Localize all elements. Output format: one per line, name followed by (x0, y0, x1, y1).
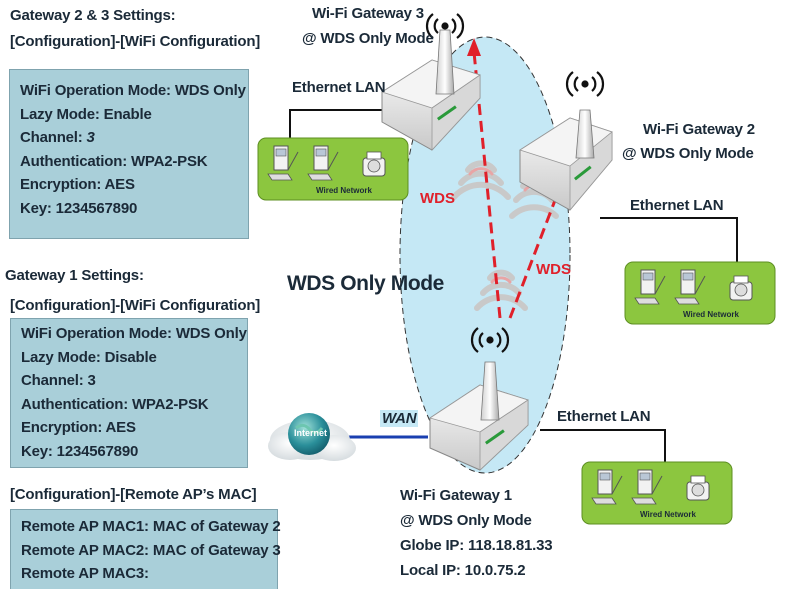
wds-label-lower: WDS (536, 261, 571, 278)
wds-only-mode-title: WDS Only Mode (287, 272, 444, 295)
wired-network-label-gw3: Wired Network (316, 186, 372, 195)
gw23-channel-value: 3 (86, 129, 95, 146)
gw23-key: Key: 1234567890 (20, 199, 138, 217)
gw23-settings-box: WiFi Operation Mode: WDS Only Lazy Mode:… (9, 69, 249, 239)
gw23-channel: Channel: 3 (20, 126, 248, 150)
gw23-settings-heading: Gateway 2 & 3 Settings: (10, 7, 176, 24)
gw1-config-path: [Configuration]-[WiFi Configuration] (10, 297, 261, 314)
remote-ap-mac3: Remote AP MAC3: (21, 565, 149, 582)
gw1-operation-mode: WiFi Operation Mode: WDS Only (21, 325, 247, 342)
gw1-title: Wi-Fi Gateway 1 (400, 487, 512, 504)
gw1-key: Key: 1234567890 (21, 442, 139, 460)
gw23-authentication: Authentication: WPA2-PSK (20, 152, 208, 170)
gw1-ethernet-lan: Ethernet LAN (557, 408, 651, 425)
gw3-ethernet-lan: Ethernet LAN (292, 79, 386, 96)
gw1-settings-heading: Gateway 1 Settings: (5, 267, 144, 284)
gw2-ethernet-lan: Ethernet LAN (630, 197, 724, 214)
computer-icon (267, 145, 299, 181)
wifi-gateway-3-device (381, 29, 481, 152)
gw1-lazy-mode: Lazy Mode: Disable (21, 348, 157, 366)
gw3-mode: @ WDS Only Mode (302, 30, 434, 47)
gw23-channel-label: Channel: (20, 129, 87, 146)
printer-icon (686, 475, 710, 501)
gw2-mode: @ WDS Only Mode (622, 145, 754, 162)
gw3-title: Wi-Fi Gateway 3 (312, 5, 424, 22)
internet-label: Internet (294, 428, 328, 438)
remote-ap-mac1: Remote AP MAC1: MAC of Gateway 2 (21, 518, 281, 535)
antenna-signal-icons (425, 13, 605, 353)
printer-icon (729, 275, 753, 301)
gw2-lan-line (600, 217, 738, 262)
gw1-settings-box: WiFi Operation Mode: WDS Only Lazy Mode:… (10, 318, 248, 468)
wan-label: WAN (380, 410, 419, 427)
gw1-lan-line (540, 429, 666, 462)
computer-icon (591, 469, 623, 505)
wds-label-upper: WDS (420, 190, 455, 207)
gw1-channel: Channel: 3 (21, 372, 96, 389)
printer-icon (362, 151, 386, 177)
remote-ap-mac2: Remote AP MAC2: MAC of Gateway 3 (21, 541, 281, 559)
computer-icon (674, 269, 706, 305)
gw23-encryption: Encryption: AES (20, 176, 135, 193)
gw3-lan-line (289, 109, 383, 138)
gw23-config-path: [Configuration]-[WiFi Configuration] (10, 33, 261, 50)
internet-cloud (268, 413, 356, 461)
gw2-title: Wi-Fi Gateway 2 (643, 121, 755, 138)
wifi-gateway-2-device (519, 109, 613, 212)
computer-icon (307, 145, 339, 181)
gw1-local-ip: Local IP: 10.0.75.2 (400, 562, 526, 579)
remote-ap-box: Remote AP MAC1: MAC of Gateway 2 Remote … (10, 509, 281, 589)
gw1-encryption: Encryption: AES (21, 419, 136, 436)
gw1-authentication: Authentication: WPA2-PSK (21, 395, 209, 413)
wired-network-label-gw2: Wired Network (683, 310, 739, 319)
gw1-globe-ip: Globe IP: 118.18.81.33 (400, 537, 553, 554)
computer-icon (634, 269, 666, 305)
gw23-lazy-mode: Lazy Mode: Enable (20, 105, 152, 123)
remote-ap-heading: [Configuration]-[Remote AP’s MAC] (10, 486, 257, 503)
wired-network-label-gw1: Wired Network (640, 510, 696, 519)
gw1-mode: @ WDS Only Mode (400, 512, 532, 529)
gw23-operation-mode: WiFi Operation Mode: WDS Only (20, 82, 246, 99)
computer-icon (631, 469, 663, 505)
wifi-gateway-1-device (429, 361, 529, 471)
